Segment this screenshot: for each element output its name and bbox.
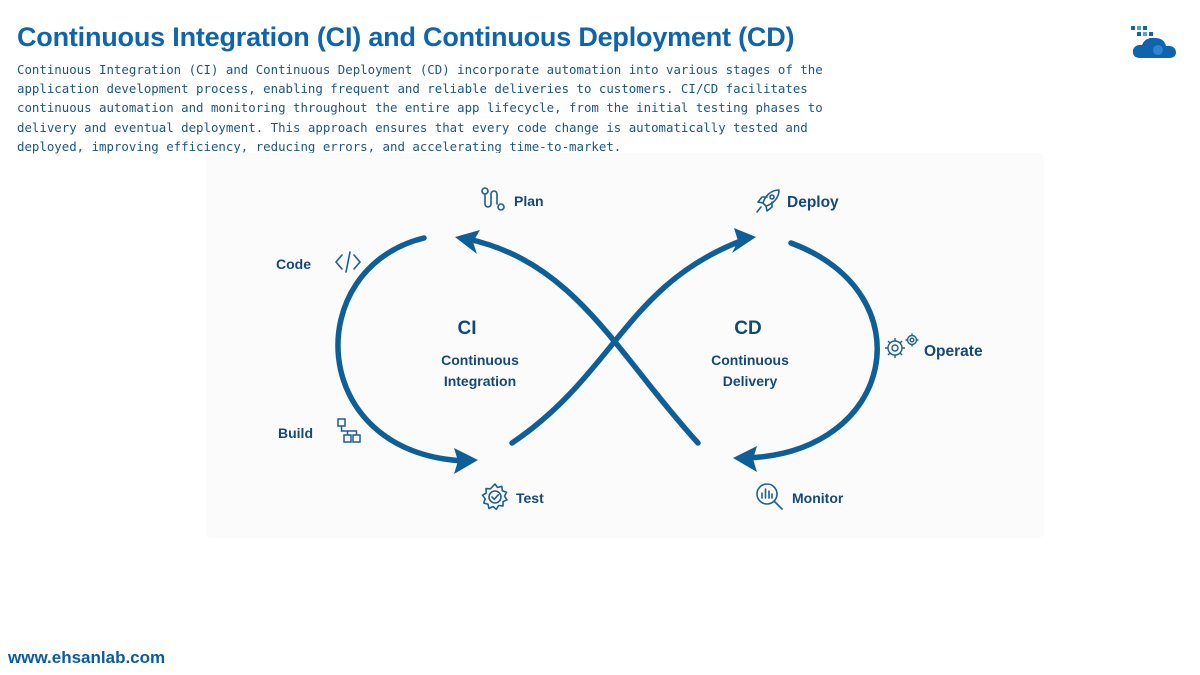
arrowhead-monitor: [733, 446, 757, 472]
gears-icon: [885, 333, 919, 358]
ci-loop-left-arc: [335, 235, 467, 464]
page-title: Continuous Integration (CI) and Continuo…: [17, 22, 795, 52]
ci-label-line1: Continuous: [441, 352, 519, 368]
infinity-loop-diagram: [335, 228, 880, 474]
arrowhead-plan: [455, 230, 480, 254]
workflow-path-icon: [481, 187, 505, 211]
stage-label-operate: Operate: [924, 343, 983, 360]
ci-label-line2: Integration: [443, 373, 517, 389]
stage-label-plan: Plan: [514, 193, 544, 209]
stage-label-monitor: Monitor: [792, 490, 844, 506]
ehsanlab-logo-icon: [1131, 26, 1176, 58]
website-link[interactable]: www.ehsanlab.com: [8, 648, 166, 667]
stage-label-build: Build: [278, 425, 313, 441]
cd-loop-right-arc: [743, 240, 880, 461]
rocket-icon: [756, 189, 780, 213]
cd-label-line1: Continuous: [711, 352, 789, 368]
code-brackets-icon: [335, 251, 361, 273]
loop-cross-strand-down: [465, 236, 701, 446]
stage-label-code: Code: [276, 256, 311, 272]
stage-label-deploy: Deploy: [787, 194, 839, 211]
ci-abbreviation: CI: [457, 318, 477, 339]
cd-abbreviation: CD: [734, 318, 762, 339]
cd-label-line2: Delivery: [722, 373, 778, 389]
devops-loop-panel: CI Continuous Integration CD Continuous …: [206, 153, 1044, 538]
hierarchy-blocks-icon: [337, 418, 361, 443]
gear-check-icon: [481, 483, 508, 511]
chart-magnifier-icon: [756, 483, 783, 510]
arrowhead-deploy: [732, 228, 756, 253]
intro-paragraph: Continuous Integration (CI) and Continuo…: [17, 62, 823, 154]
arrowhead-test: [454, 448, 478, 474]
loop-cross-strand-up: [509, 236, 749, 446]
stage-label-test: Test: [516, 490, 544, 506]
